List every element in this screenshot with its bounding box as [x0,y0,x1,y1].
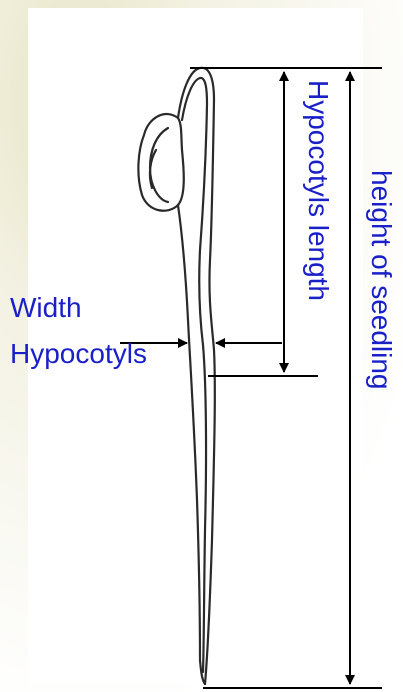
hypocotyls-length-label: Hypocotyls length [304,80,332,301]
hypocotyls-label: Hypocotyls [10,340,147,368]
height-of-seedling-label: height of seedling [367,170,395,390]
width-label: Width [10,294,82,322]
